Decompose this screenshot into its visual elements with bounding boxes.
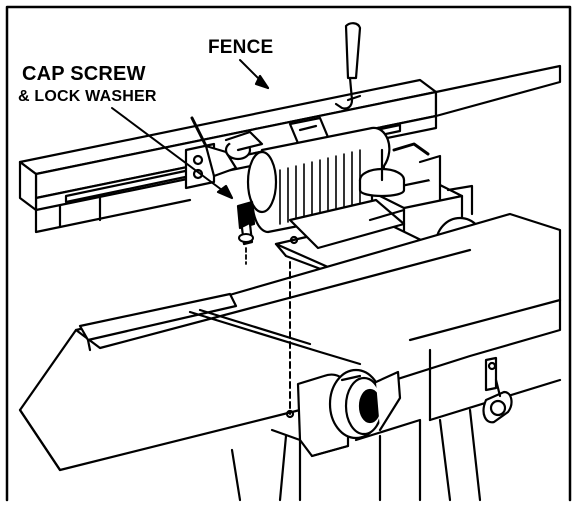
fence-support-bracket: [285, 368, 402, 458]
cap-screw-leader-arrow: [111, 107, 234, 200]
lock-washer-label: & LOCK WASHER: [18, 88, 157, 105]
border-frame: [5, 5, 572, 502]
fence-label: FENCE: [208, 37, 274, 58]
lock-washer: [238, 233, 254, 243]
fence-leader-arrow: [239, 59, 270, 90]
cap-screw-label: CAP SCREW: [22, 63, 146, 85]
jointer-base: [18, 408, 482, 502]
fence-lock-handle: [334, 22, 362, 110]
table-adjust-knob: [482, 378, 513, 424]
